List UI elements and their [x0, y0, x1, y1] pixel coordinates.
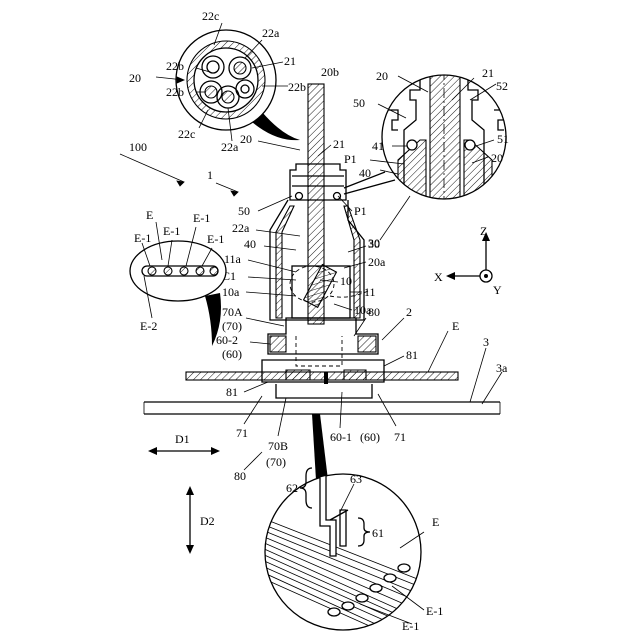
label-22b-left-2: 22b — [166, 85, 184, 99]
label-e1-b: E-1 — [163, 224, 180, 238]
label-2: 2 — [406, 305, 412, 319]
label-50-inset: 50 — [353, 96, 365, 110]
label-71-left: 71 — [236, 426, 248, 440]
label-21-inset-right: 21 — [482, 66, 494, 80]
label-20-inset: 20 — [376, 69, 388, 83]
label-10: 10 — [340, 274, 352, 288]
label-e1-c: E-1 — [193, 211, 210, 225]
label-22c-bottom: 22c — [178, 127, 195, 141]
axes-indicator: Z X Y — [434, 224, 502, 297]
label-70a-paren: (70) — [222, 319, 242, 333]
label-11: 11 — [364, 285, 376, 299]
label-20-left: 20 — [129, 71, 141, 85]
axis-label-y: Y — [493, 283, 502, 297]
label-e-main: E — [452, 319, 459, 333]
label-e1-d: E-1 — [207, 232, 224, 246]
seal-detail-inset: 20 21 52 50 41 51 P1 40 20 30 — [344, 66, 509, 250]
terminal-detail-inset: 62 63 61 E E-1 E-1 — [262, 464, 443, 633]
label-e1-bottom-b: E-1 — [402, 619, 419, 633]
label-21-inset: 21 — [284, 54, 296, 68]
label-40-main: 40 — [244, 237, 256, 251]
direction-label-d1: D1 — [175, 432, 190, 446]
label-p1-main: P1 — [354, 204, 367, 218]
label-81-left: 81 — [226, 385, 238, 399]
label-52: 52 — [496, 79, 508, 93]
label-60-1-paren: (60) — [360, 430, 380, 444]
direction-arrows: D1 D2 — [148, 432, 220, 554]
label-e1-a: E-1 — [134, 231, 151, 245]
label-62: 62 — [286, 481, 298, 495]
label-22c-top: 22c — [202, 9, 219, 23]
label-40-inset: 40 — [359, 166, 371, 180]
label-1: 1 — [207, 168, 213, 182]
axis-label-x: X — [434, 270, 443, 284]
label-22b-right: 22b — [288, 80, 306, 94]
label-10a-left: 10a — [222, 285, 240, 299]
label-60-2-paren: (60) — [222, 347, 242, 361]
label-e1-bottom-a: E-1 — [426, 604, 443, 618]
label-e-bottom: E — [432, 515, 439, 529]
axis-label-z: Z — [480, 224, 487, 238]
label-p1-inset: P1 — [344, 152, 357, 166]
label-22b-left-1: 22b — [166, 59, 184, 73]
label-80-upper: 80 — [368, 305, 380, 319]
label-20b: 20b — [321, 65, 339, 79]
label-3a: 3a — [496, 361, 508, 375]
label-60-2: 60-2 — [216, 333, 238, 347]
label-51: 51 — [497, 132, 509, 146]
label-22a-top: 22a — [262, 26, 280, 40]
label-20-inset-right: 20 — [491, 151, 503, 165]
label-22a-bottom: 22a — [221, 140, 239, 154]
label-71-right: 71 — [394, 430, 406, 444]
flat-cable-inset: E E-1 E-1 E-1 E-1 E-2 — [130, 208, 226, 346]
direction-label-d2: D2 — [200, 514, 215, 528]
label-20a: 20a — [368, 255, 386, 269]
label-70b: 70B — [268, 439, 288, 453]
label-e-left: E — [146, 208, 153, 222]
label-11a: 11a — [224, 252, 242, 266]
label-50-main: 50 — [238, 204, 250, 218]
label-61: 61 — [372, 526, 384, 540]
label-e2: E-2 — [140, 319, 157, 333]
label-81-right: 81 — [406, 348, 418, 362]
label-30-main: 30 — [368, 237, 380, 251]
label-63: 63 — [350, 472, 362, 486]
label-20-main: 20 — [240, 132, 252, 146]
label-70a: 70A — [222, 305, 243, 319]
label-100: 100 — [129, 140, 147, 154]
label-41: 41 — [372, 139, 384, 153]
label-3: 3 — [483, 335, 489, 349]
label-60-1: 60-1 — [330, 430, 352, 444]
label-70b-paren: (70) — [266, 455, 286, 469]
label-21-main: 21 — [333, 137, 345, 151]
label-80-lower: 80 — [234, 469, 246, 483]
label-22a-main: 22a — [232, 221, 250, 235]
